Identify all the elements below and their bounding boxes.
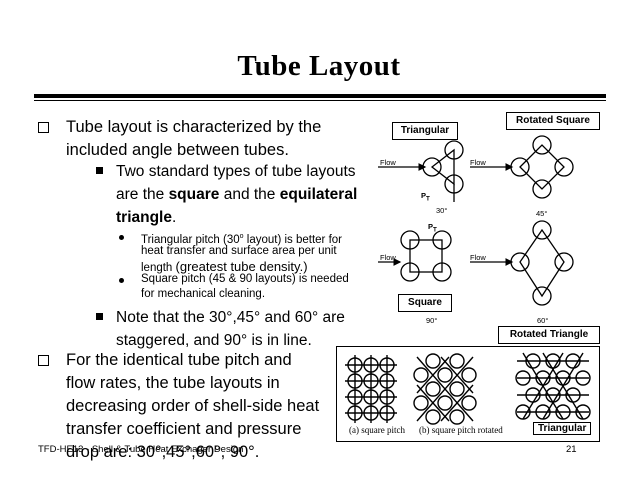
square-layout-icon [378, 230, 452, 282]
pitch-pattern-figure: (a) square pitch (b) square pitch rotate… [336, 346, 600, 442]
flow-label: Flow [380, 158, 396, 167]
detail1-line3: length (greatest tube density.) [141, 259, 308, 274]
bullet1-line2: included angle between tubes. [66, 141, 289, 159]
footer-text: TFD-HE13 - Shell & Tube Heat Exchager De… [38, 444, 244, 455]
sub2-line2: staggered, and 90° is in line. [116, 332, 312, 349]
bullet2-line2: flow rates, the tube layouts in [66, 374, 280, 392]
square-pitch-tubes-icon [345, 355, 397, 423]
angle-60-label: 60° [537, 316, 549, 325]
title-rule-thin [34, 100, 606, 101]
hollow-square-bullet-icon [38, 122, 49, 133]
flow-label: Flow [380, 253, 396, 262]
pitch-label: PT [428, 222, 437, 234]
slide-title: Tube Layout [237, 50, 401, 82]
rotated-triangle-layout-icon [470, 220, 574, 306]
sub1-line2: are the square and the equilateral [116, 186, 358, 203]
filled-square-bullet-icon [96, 313, 103, 320]
bullet2-line1: For the identical tube pitch and [66, 351, 292, 369]
sub1-line1: Two standard types of tube layouts [116, 163, 356, 180]
angle-45-label: 45° [536, 209, 548, 218]
triangular-label: Triangular [392, 122, 458, 140]
detail1-line1: Triangular pitch (30o layout) is better … [141, 233, 342, 246]
bullet2-line5: drop are: 30°,45°,60°, 90°. [66, 443, 260, 461]
detail1-line2: heat transfer and surface area per unit [141, 245, 337, 257]
detail2-line1: Square pitch (45 & 90 layouts) is needed [141, 273, 349, 285]
bullet2-line3: decreasing order of shell-side heat [66, 397, 320, 415]
triangular-pitch-tubes-icon [515, 352, 591, 420]
bullet1-line1: Tube layout is characterized by the [66, 118, 322, 136]
bullet2-line4: transfer coefficient and pressure [66, 420, 302, 438]
sub1-line3: triangle. [116, 209, 177, 226]
title-rule-thick [34, 94, 606, 98]
caption-square-pitch: (a) square pitch [349, 425, 405, 435]
rotated-square-layout-icon [470, 135, 574, 199]
caption-triangular: Triangular [533, 422, 592, 435]
tube-layout-diagram [378, 135, 574, 306]
pitch-label: PT [421, 191, 430, 203]
dot-bullet-icon [119, 278, 124, 283]
pitch-pattern-drawing [345, 352, 591, 425]
sub2-line1: Note that the 30°,45° and 60° are [116, 309, 345, 326]
filled-square-bullet-icon [96, 167, 103, 174]
rotated-square-pitch-tubes-icon [413, 353, 477, 425]
rotated-triangle-label: Rotated Triangle [498, 326, 600, 344]
page-number: 21 [566, 444, 577, 455]
flow-label: Flow [470, 253, 486, 262]
square-label: Square [398, 294, 452, 312]
triangular-layout-icon [378, 140, 464, 202]
rotated-square-label: Rotated Square [506, 112, 600, 130]
dot-bullet-icon [119, 235, 124, 240]
flow-label: Flow [470, 158, 486, 167]
caption-square-pitch-rotated: (b) square pitch rotated [419, 425, 503, 435]
hollow-square-bullet-icon [38, 355, 49, 366]
angle-90-label: 90° [426, 316, 438, 325]
detail2-line2: for mechanical cleaning. [141, 288, 266, 300]
angle-30-label: 30° [436, 206, 448, 215]
